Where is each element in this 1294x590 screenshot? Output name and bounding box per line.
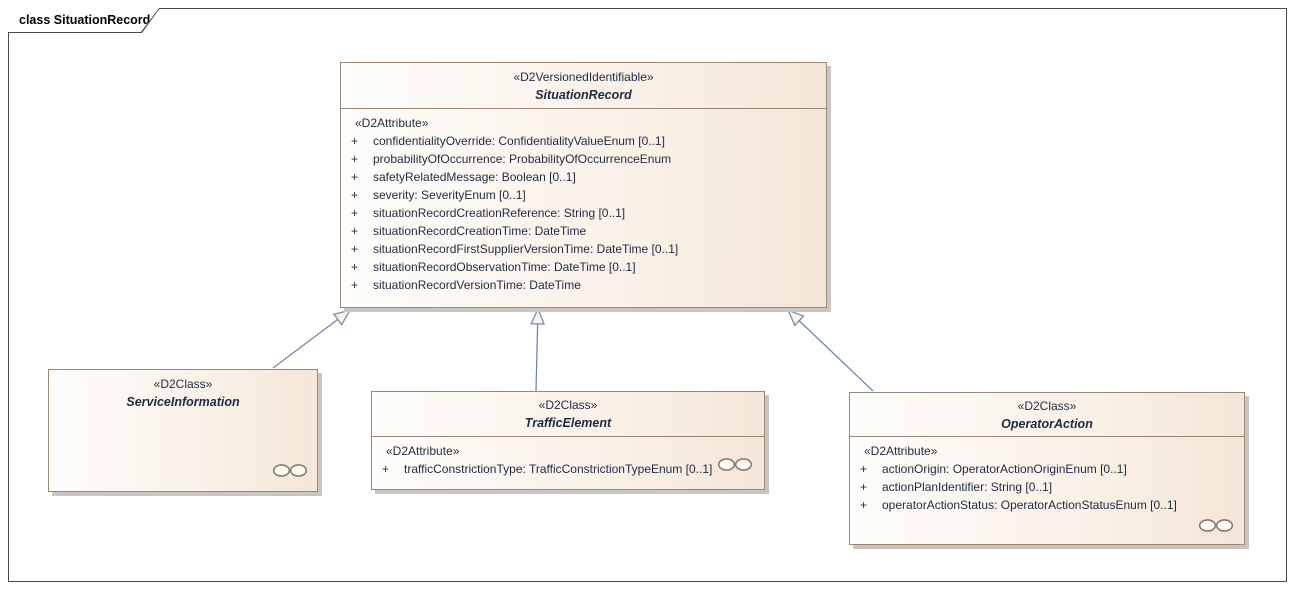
class-stereotype: «D2Class» [538, 398, 598, 412]
attribute-list: +confidentialityOverride: Confidentialit… [349, 132, 818, 294]
attribute-row: +safetyRelatedMessage: Boolean [0..1] [351, 170, 576, 184]
diagram-frame-tab: class SituationRecord [8, 8, 160, 33]
attribute-list: +trafficConstrictionType: TrafficConstri… [380, 460, 756, 478]
attribute-row: +situationRecordCreationReference: Strin… [351, 206, 626, 220]
class-stereotype: «D2VersionedIdentifiable» [513, 69, 654, 84]
attribute-row: +probabilityOfOccurrence: ProbabilityOfO… [351, 152, 672, 166]
class-stereotype: «D2Class» [153, 377, 213, 391]
class-header: «D2Class» OperatorAction [850, 393, 1244, 437]
class-operatoraction[interactable]: «D2Class» OperatorAction «D2Attribute» +… [849, 392, 1245, 545]
class-situationrecord[interactable]: «D2VersionedIdentifiable» SituationRecor… [340, 62, 827, 308]
generalization-trafficelement-situationrecord[interactable] [530, 307, 546, 392]
attribute-stereotype: «D2Attribute» [355, 116, 429, 130]
attribute-row: +confidentialityOverride: Confidentialit… [351, 134, 665, 148]
attribute-stereotype: «D2Attribute» [386, 444, 460, 458]
attributes-compartment: «D2Attribute» +confidentialityOverride: … [341, 109, 826, 298]
attribute-list: +actionOrigin: OperatorActionOriginEnum … [858, 460, 1236, 514]
class-header: «D2Class» ServiceInformation [49, 370, 317, 416]
attribute-row: +actionOrigin: OperatorActionOriginEnum … [860, 462, 1127, 476]
class-name: TrafficElement [524, 416, 612, 430]
class-name: OperatorAction [1001, 416, 1093, 431]
class-header: «D2VersionedIdentifiable» SituationRecor… [341, 63, 826, 109]
class-stereotype: «D2Class» [1017, 398, 1077, 413]
link-icon [272, 464, 308, 477]
attribute-row: +situationRecordObservationTime: DateTim… [351, 260, 636, 274]
attribute-row: +actionPlanIdentifier: String [0..1] [860, 480, 1053, 494]
class-serviceinformation[interactable]: «D2Class» ServiceInformation [48, 369, 318, 492]
attribute-row: +severity: SeverityEnum [0..1] [351, 188, 526, 202]
attribute-row: +situationRecordFirstSupplierVersionTime… [351, 242, 679, 256]
class-trafficelement[interactable]: «D2Class» TrafficElement «D2Attribute» +… [371, 391, 765, 490]
diagram-title: class SituationRecord [19, 13, 151, 27]
generalization-serviceinformation-situationrecord[interactable] [272, 309, 352, 369]
attribute-stereotype: «D2Attribute» [864, 444, 938, 458]
link-icon [1198, 519, 1234, 532]
class-name: ServiceInformation [126, 395, 240, 409]
attribute-row: +situationRecordCreationTime: DateTime [351, 224, 587, 238]
class-header: «D2Class» TrafficElement [372, 392, 764, 437]
link-icon [717, 458, 753, 471]
attribute-row: +trafficConstrictionType: TrafficConstri… [382, 462, 713, 476]
attributes-compartment: «D2Attribute» +actionOrigin: OperatorAct… [850, 437, 1244, 518]
attribute-row: +operatorActionStatus: OperatorActionSta… [860, 498, 1177, 512]
generalization-operatoraction-situationrecord[interactable] [787, 309, 874, 392]
attribute-row: +situationRecordVersionTime: DateTime [351, 278, 581, 292]
attributes-compartment: «D2Attribute» +trafficConstrictionType: … [372, 437, 764, 482]
class-name: SituationRecord [535, 87, 632, 102]
